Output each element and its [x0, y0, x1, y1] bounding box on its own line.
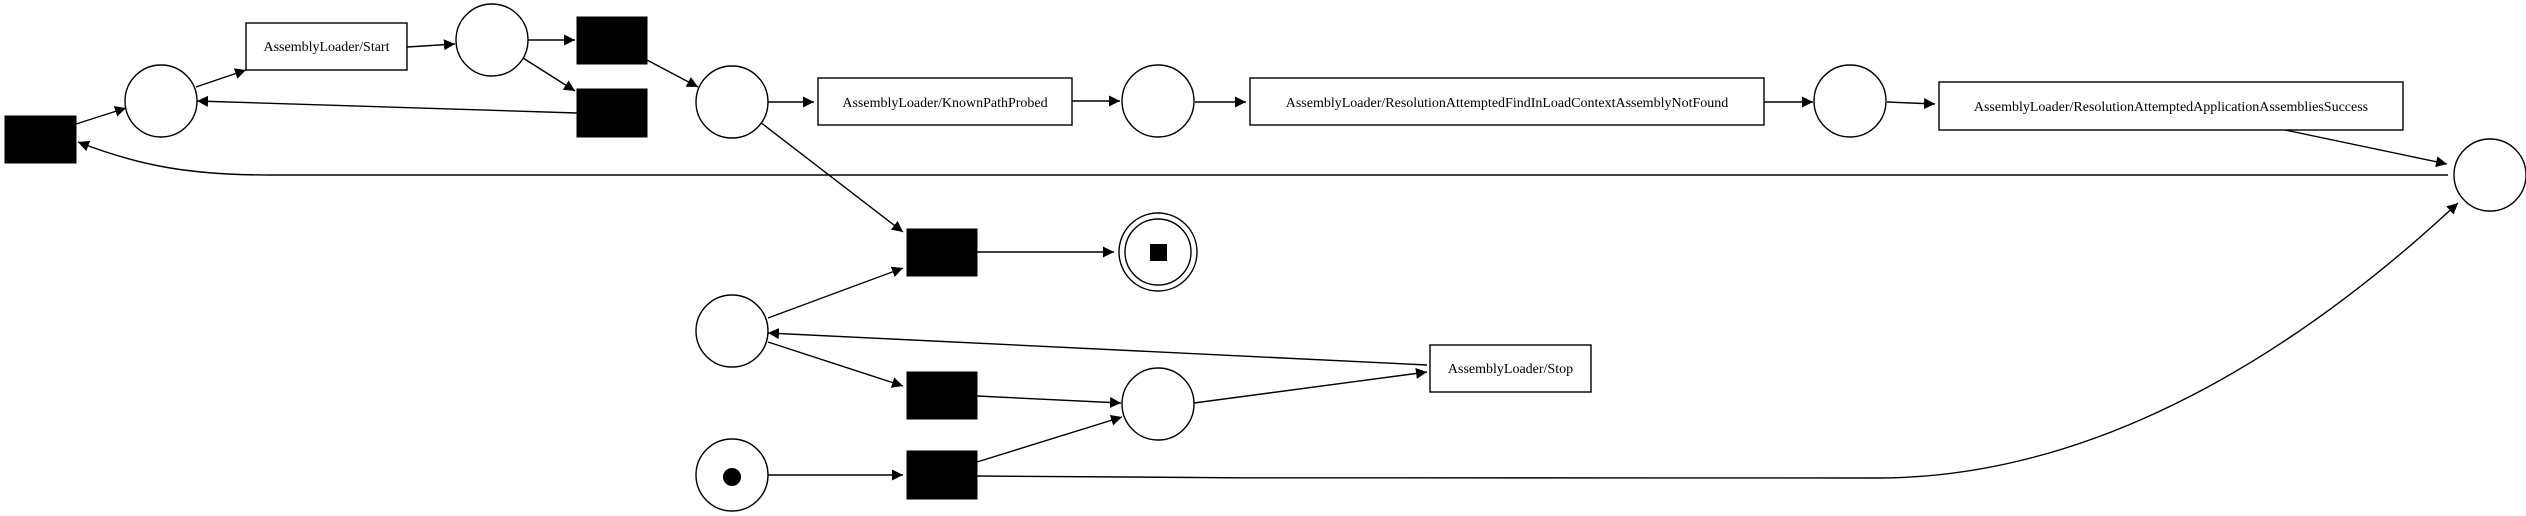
transition-application-assemblies-success[interactable]: AssemblyLoader/ResolutionAttemptedApplic… — [1938, 81, 2404, 131]
token-icon — [723, 468, 741, 486]
silent-transitions — [4, 16, 978, 500]
silent-transition[interactable] — [906, 371, 978, 420]
transition-stop[interactable]: AssemblyLoader/Stop — [1429, 344, 1592, 393]
place[interactable] — [1813, 64, 1887, 138]
arc — [1193, 367, 1428, 404]
silent-transition[interactable] — [906, 228, 978, 277]
source-place[interactable] — [695, 438, 769, 512]
arc — [196, 95, 578, 114]
place[interactable] — [2453, 138, 2526, 212]
arc — [2284, 129, 2448, 168]
arc — [75, 106, 127, 125]
final-marking-square-icon — [1150, 244, 1167, 261]
sink-place[interactable] — [1118, 212, 1198, 292]
arc — [1886, 98, 1936, 110]
place[interactable] — [695, 65, 769, 139]
arc — [767, 328, 1428, 366]
arc — [976, 202, 2459, 480]
transition-application-assemblies-success-label: AssemblyLoader/ResolutionAttemptedApplic… — [1974, 100, 2368, 115]
transition-stop-label: AssemblyLoader/Stop — [1448, 362, 1573, 377]
silent-transition[interactable] — [576, 88, 648, 138]
arc — [976, 415, 1123, 463]
arc — [522, 57, 576, 92]
silent-transition[interactable] — [906, 450, 978, 500]
arc — [759, 121, 904, 233]
labeled-transitions: AssemblyLoader/Start AssemblyLoader/Know… — [245, 22, 2404, 393]
transition-known-path-probed[interactable]: AssemblyLoader/KnownPathProbed — [817, 77, 1073, 126]
arc — [646, 59, 699, 88]
arc — [77, 140, 2448, 176]
silent-transition[interactable] — [4, 115, 77, 164]
arc — [767, 341, 904, 388]
silent-transition[interactable] — [576, 16, 648, 65]
places — [124, 3, 2526, 512]
place[interactable] — [1121, 367, 1195, 441]
arc — [406, 39, 456, 51]
transition-known-path-probed-label: AssemblyLoader/KnownPathProbed — [842, 96, 1047, 111]
place[interactable] — [455, 3, 529, 77]
transition-assembly-not-found-label: AssemblyLoader/ResolutionAttemptedFindIn… — [1286, 96, 1729, 111]
place[interactable] — [1121, 64, 1195, 138]
transition-start[interactable]: AssemblyLoader/Start — [245, 22, 408, 71]
transition-assembly-not-found[interactable]: AssemblyLoader/ResolutionAttemptedFindIn… — [1249, 77, 1765, 126]
place[interactable] — [695, 294, 769, 368]
arc — [195, 68, 247, 88]
transition-start-label: AssemblyLoader/Start — [264, 40, 390, 55]
place[interactable] — [124, 64, 198, 138]
arc — [976, 395, 1122, 408]
arc — [767, 266, 904, 319]
edges — [75, 34, 2459, 481]
